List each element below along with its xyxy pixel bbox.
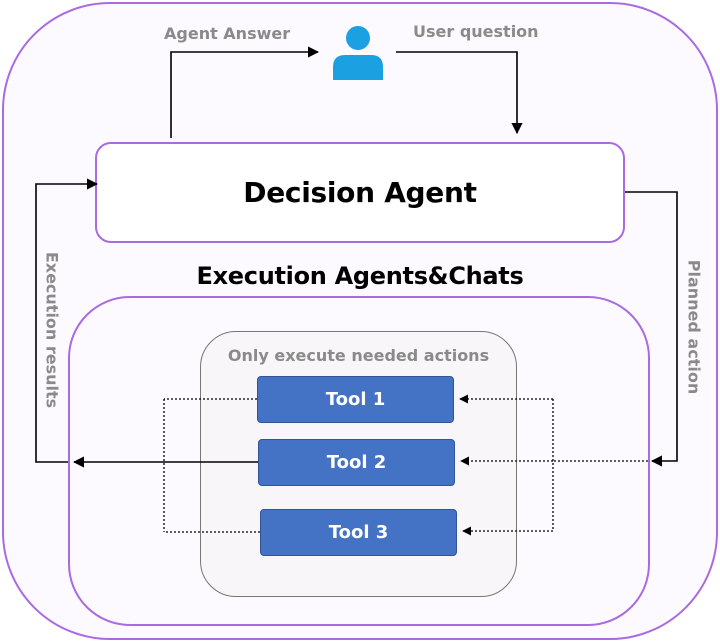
agent-answer-arrow: [170, 46, 320, 138]
user-icon: [333, 26, 383, 80]
tool-2-box: Tool 2: [258, 439, 455, 486]
user-question-label: User question: [413, 22, 539, 41]
tools-caption: Only execute needed actions: [227, 346, 490, 365]
agent-answer-label: Agent Answer: [164, 24, 291, 43]
execution-results-arrow: [35, 178, 99, 463]
execution-title: Execution Agents&Chats: [196, 262, 524, 290]
decision-agent-label: Decision Agent: [243, 176, 477, 209]
tool-3-box: Tool 3: [260, 509, 457, 556]
dispatch-dotted-lines: [459, 394, 648, 536]
decision-agent-box: Decision Agent: [95, 142, 625, 243]
collect-dotted-lines: [163, 398, 260, 533]
planned-action-arrow: [625, 191, 678, 467]
user-question-arrow: [396, 51, 523, 135]
tool-1-box: Tool 1: [257, 376, 454, 423]
